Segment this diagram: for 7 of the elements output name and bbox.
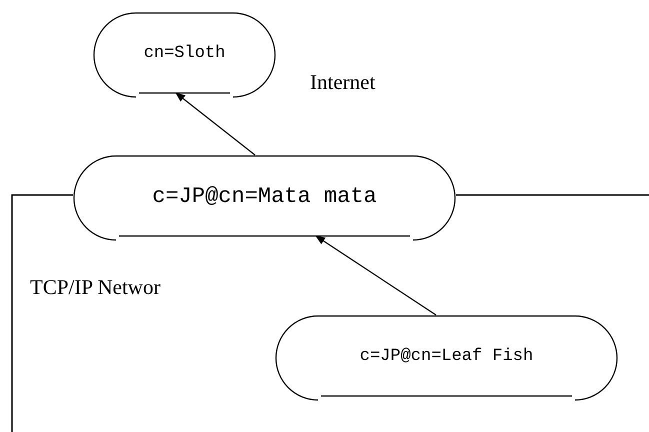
arrow [175,92,256,156]
network-label: Internet [310,70,376,95]
node-label: c=JP@cn=Mata mata [152,184,377,208]
arrow [315,235,436,316]
network-label: TCP/IP Networ [30,275,160,300]
node-label: cn=Sloth [144,44,226,62]
node-label: c=JP@cn=Leaf Fish [360,346,534,366]
